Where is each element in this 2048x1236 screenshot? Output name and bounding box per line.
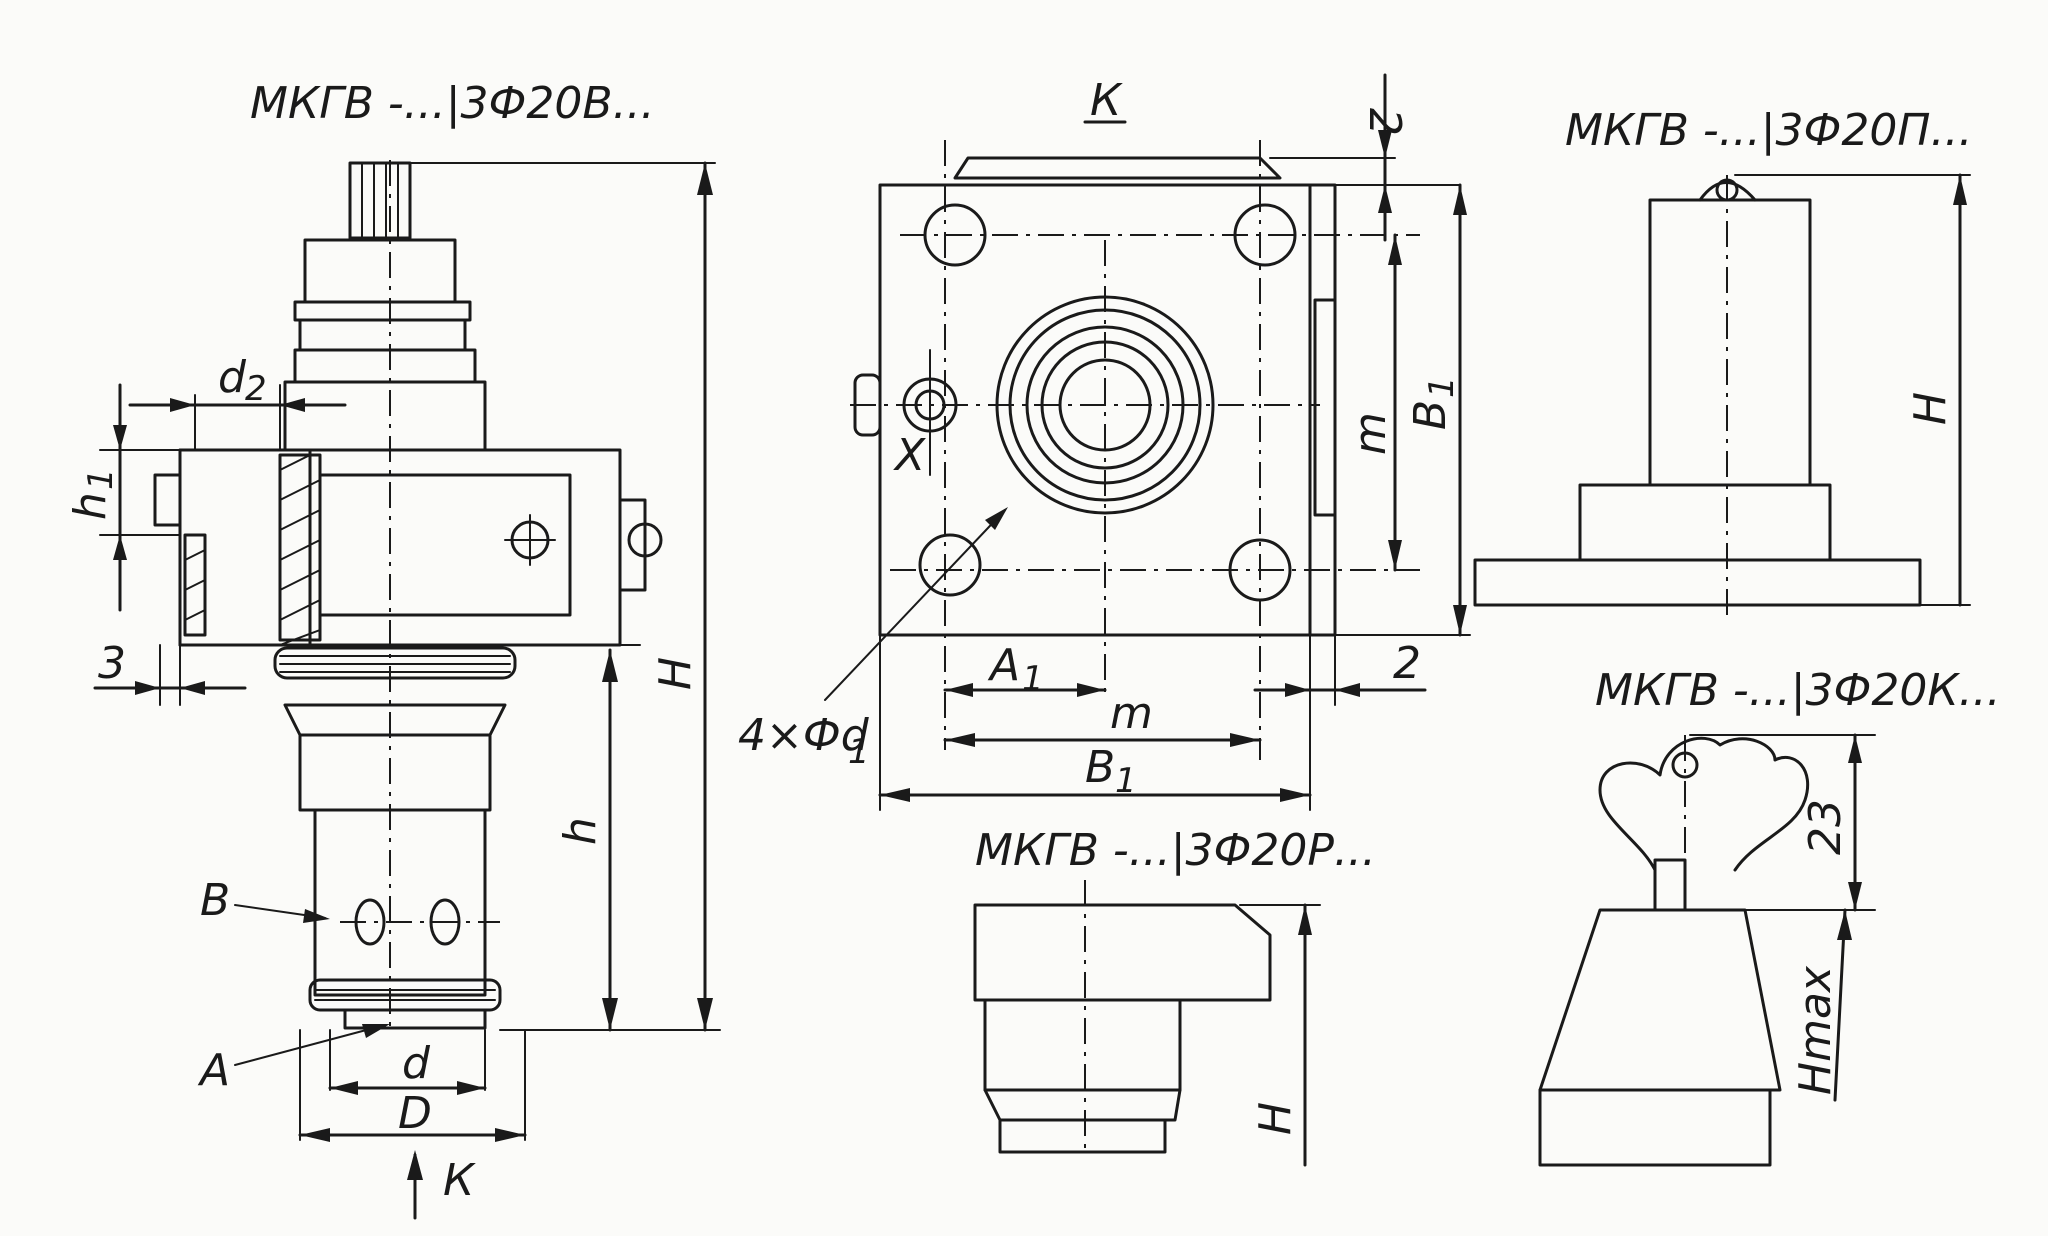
port-B-label: B <box>200 875 230 926</box>
h1-label: h <box>65 492 116 520</box>
view-key-k: МКГВ -...|3Ф20К... 23 Hmax <box>1538 665 2001 1167</box>
height-H-label: H <box>650 657 701 690</box>
dim-2-bottom-label: 2 <box>1393 638 1421 689</box>
m-horizontal-label: m <box>1110 688 1153 739</box>
view-K-arrow-label: К <box>443 1155 476 1206</box>
A1-label: A <box>987 640 1020 691</box>
d2-subscript: 2 <box>245 369 267 409</box>
dim-23-label: 23 <box>1800 799 1851 855</box>
diameter-d-label: d <box>402 1038 431 1089</box>
main-valve-view: МКГВ -...|3Ф20В... <box>65 78 721 1220</box>
Hmax-label: Hmax <box>1790 965 1841 1095</box>
section-hatch <box>184 454 321 646</box>
h1-subscript: 1 <box>81 468 121 490</box>
view-p: МКГВ -...|3Ф20П... H <box>1473 105 1972 620</box>
B1-horizontal-subscript: 1 <box>1115 761 1137 801</box>
dim-3-label: 3 <box>98 638 126 689</box>
view-p-title: МКГВ -...|3Ф20П... <box>1565 105 1972 156</box>
view-key-title: МКГВ -...|3Ф20К... <box>1595 665 2001 716</box>
port-A-label: A <box>197 1045 230 1096</box>
diameter-D-label: D <box>398 1088 432 1139</box>
view-r: МКГВ -...|3Ф20Р... H <box>973 825 1376 1167</box>
view-r-H-label: H <box>1250 1102 1301 1135</box>
X-label: X <box>893 430 926 481</box>
B1-vertical-label: B <box>1405 400 1456 430</box>
B1-horizontal-label: B <box>1085 742 1115 793</box>
B1-vertical-subscript: 1 <box>1422 376 1462 398</box>
view-k-title: К <box>1090 75 1123 126</box>
height-h-label: h <box>555 817 606 845</box>
m-vertical-label: m <box>1345 412 1396 455</box>
hole-spec-subscript: 1 <box>848 732 870 772</box>
hole-spec-label: 4×Фd <box>738 710 870 761</box>
view-k: К 2 <box>738 73 1471 811</box>
d2-label: d <box>218 352 247 403</box>
view-p-H-label: H <box>1905 392 1956 425</box>
view-r-title: МКГВ -...|3Ф20Р... <box>975 825 1376 876</box>
dim-2-top-label: 2 <box>1359 108 1410 136</box>
main-view-title: МКГВ -...|3Ф20В... <box>250 78 655 129</box>
A1-subscript: 1 <box>1022 659 1044 699</box>
